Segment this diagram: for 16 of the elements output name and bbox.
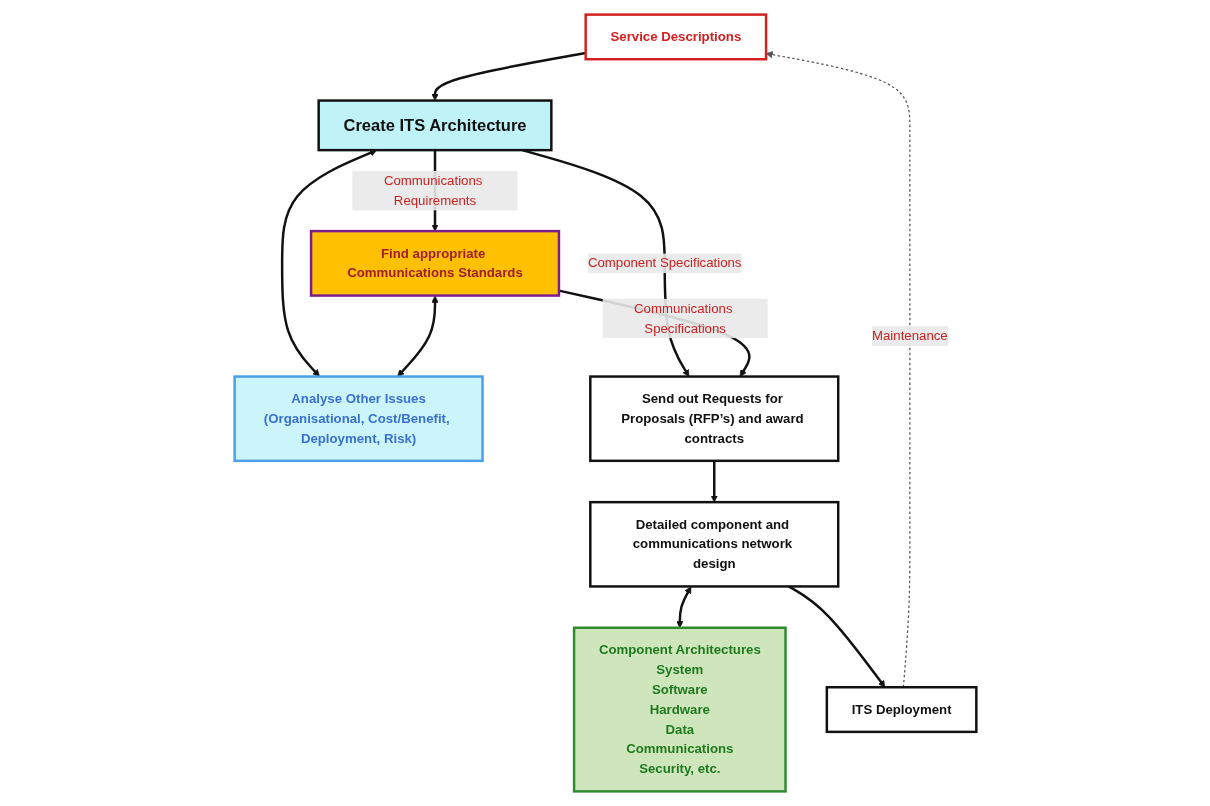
- arrow: [710, 460, 718, 503]
- edge-label: Communications Requirements: [383, 173, 482, 208]
- node-box: Create ITS Architecture: [316, 99, 553, 152]
- node-box: Send out Requests for Proposals (RFP’s) and award contracts: [588, 375, 839, 463]
- arrow: [765, 51, 910, 688]
- arrow: [430, 51, 586, 101]
- arrow: [396, 295, 439, 377]
- node-box: Detailed component and communications network design: [588, 500, 839, 588]
- node-box: Component Architectures System Software Hardware Data Communications Security, etc.: [572, 626, 787, 793]
- node-box: Service Descriptions: [583, 13, 767, 61]
- node-box: ITS Deployment: [825, 686, 978, 734]
- node-box: Analyse Other Issues (Organisational, Cost/Benefit, Deployment, Risk): [232, 375, 484, 463]
- node-box: Find appropriate Communications Standards: [309, 229, 560, 297]
- edge-label: Maintenance: [871, 328, 948, 343]
- edge-label: Component Specifications: [587, 255, 741, 270]
- edge-label: Communications Specifications: [633, 301, 733, 335]
